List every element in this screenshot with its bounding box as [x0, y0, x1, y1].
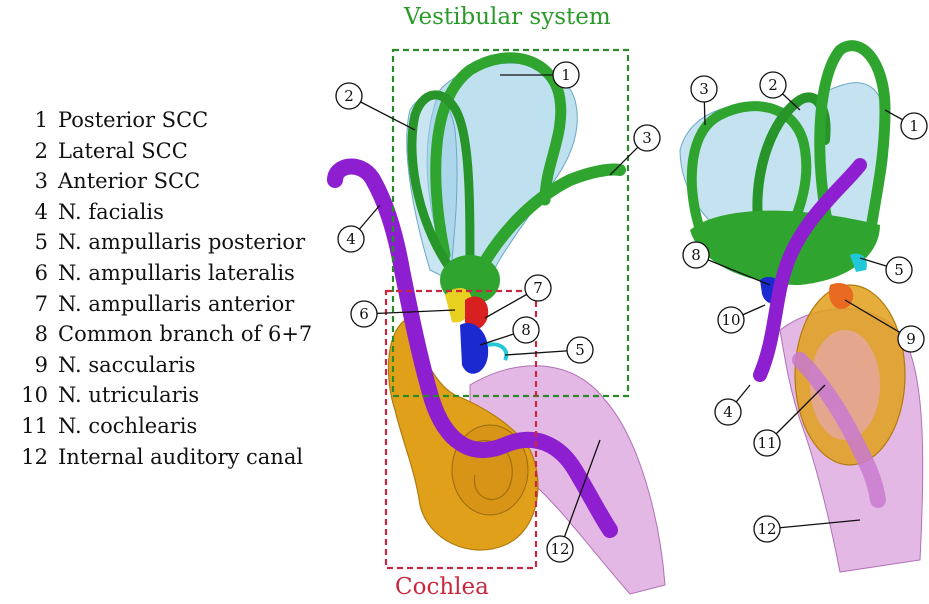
- callout-number: 10: [721, 311, 740, 329]
- callout-number: 9: [906, 330, 916, 348]
- callout-number: 7: [533, 279, 543, 297]
- callout-number: 1: [909, 117, 919, 135]
- left-n-ampullaris-posterior: [488, 344, 506, 360]
- callout-number: 2: [768, 76, 778, 94]
- left-callout-3: 3: [610, 125, 660, 175]
- callout-number: 4: [346, 230, 356, 248]
- callout-number: 11: [757, 434, 776, 452]
- callout-number: 12: [757, 520, 776, 538]
- callout-number: 5: [894, 261, 904, 279]
- callout-number: 8: [521, 321, 531, 339]
- callout-number: 4: [723, 403, 733, 421]
- right-callout-1: 1: [885, 110, 927, 139]
- right-view: [680, 46, 923, 572]
- callout-number: 8: [691, 246, 701, 264]
- left-view: [335, 50, 665, 594]
- left-callout-4: 4: [338, 205, 380, 252]
- callout-number: 12: [550, 540, 569, 558]
- right-callout-5: 5: [860, 257, 912, 283]
- left-callout-8: 8: [480, 317, 539, 345]
- right-callout-10: 10: [718, 305, 765, 333]
- left-common-branch: [460, 323, 488, 374]
- callout-number: 3: [642, 129, 652, 147]
- callout-number: 6: [359, 305, 369, 323]
- right-callout-4: 4: [715, 385, 750, 425]
- callout-number: 2: [344, 87, 354, 105]
- callout-number: 3: [699, 80, 709, 98]
- callout-number: 5: [575, 341, 585, 359]
- left-callout-2: 2: [336, 83, 415, 130]
- callout-number: 1: [561, 66, 571, 84]
